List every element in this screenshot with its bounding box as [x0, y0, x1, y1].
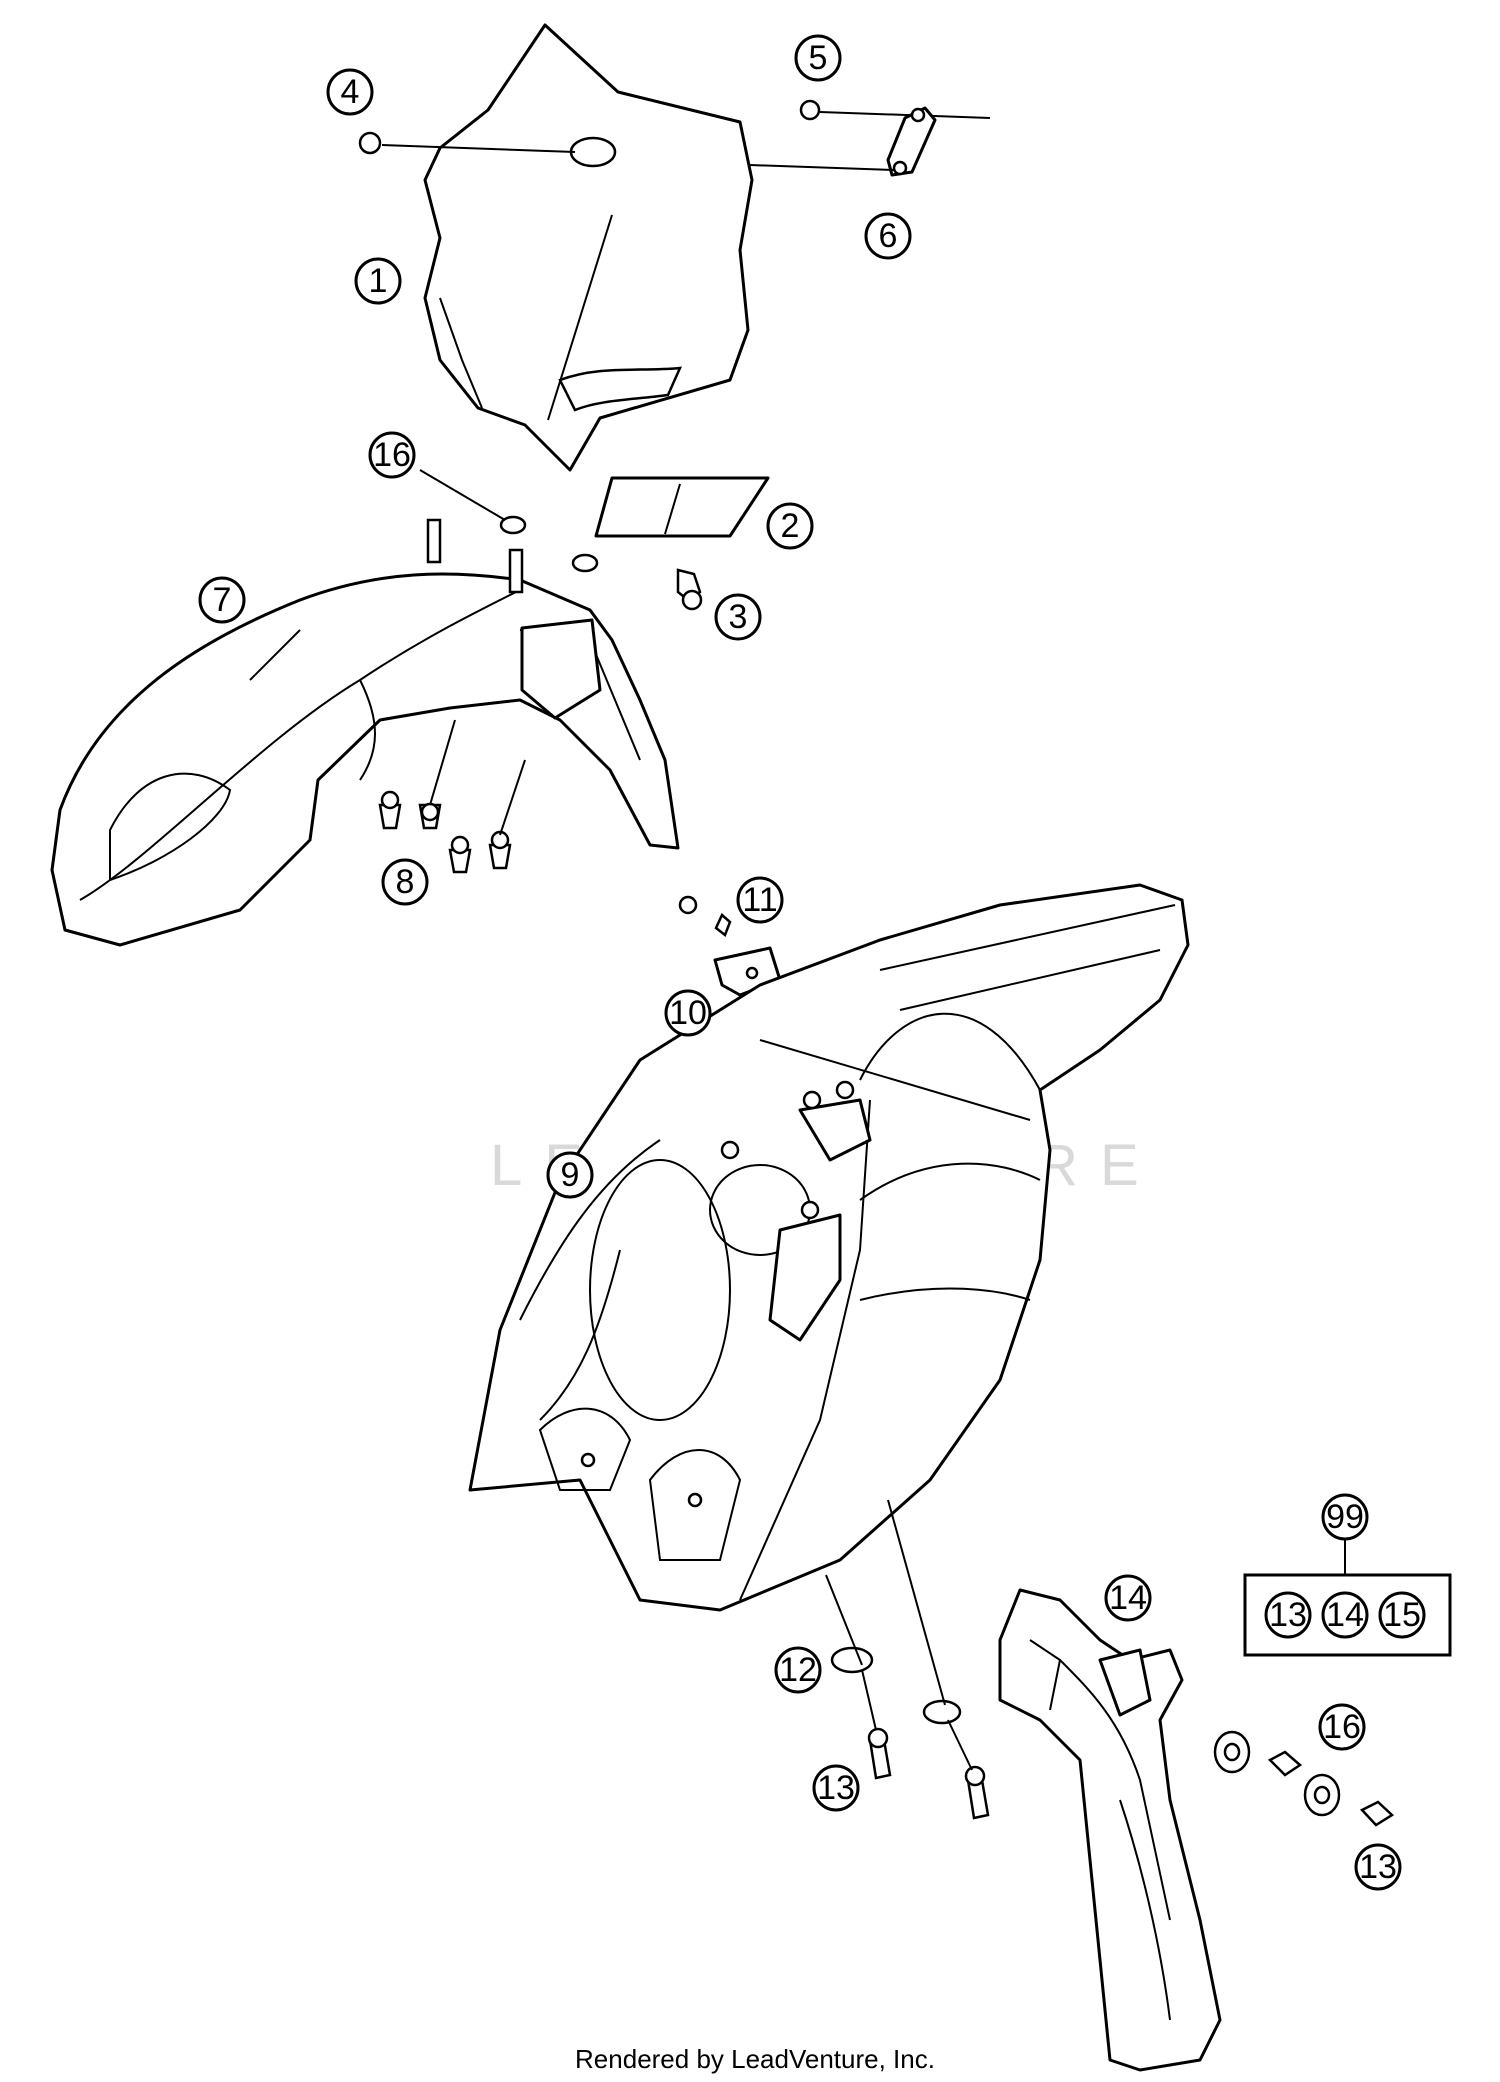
- callout-3: 3: [714, 593, 762, 641]
- bolt-13-left: [861, 1669, 892, 1780]
- callout-5: 5: [794, 34, 842, 82]
- callout-4: 4: [326, 68, 374, 116]
- kit-callout-13: 13: [1264, 1591, 1312, 1639]
- callout-99: 99: [1321, 1493, 1369, 1541]
- kit-callout-14: 14: [1321, 1591, 1369, 1639]
- svg-text:7: 7: [213, 581, 232, 619]
- plate-decal: [594, 476, 770, 538]
- callout-14: 14: [1104, 1574, 1152, 1622]
- svg-text:12: 12: [779, 1651, 817, 1689]
- washer-bolt-right: [887, 1499, 990, 1820]
- svg-text:9: 9: [561, 1156, 580, 1194]
- side-plate-14: [998, 1588, 1222, 2072]
- screw-11: [678, 895, 732, 938]
- bolt-4: [358, 131, 576, 155]
- callout-16-top: 16: [368, 431, 416, 479]
- kit-callout-15: 15: [1378, 1591, 1426, 1639]
- svg-text:16: 16: [373, 436, 411, 474]
- callout-13-right: 13: [1354, 1843, 1402, 1891]
- svg-text:1: 1: [369, 262, 388, 300]
- svg-text:3: 3: [729, 598, 748, 636]
- svg-text:10: 10: [669, 994, 707, 1032]
- credit-footer: Rendered by LeadVenture, Inc.: [575, 2044, 935, 2074]
- callout-10: 10: [664, 989, 712, 1037]
- callout-12: 12: [774, 1646, 822, 1694]
- washer-12: [825, 1574, 874, 1674]
- svg-text:13: 13: [1269, 1596, 1307, 1634]
- svg-text:14: 14: [1109, 1579, 1147, 1617]
- callout-7: 7: [198, 576, 246, 624]
- svg-text:8: 8: [396, 863, 415, 901]
- number-plate: [423, 23, 754, 472]
- svg-text:13: 13: [1359, 1848, 1397, 1886]
- front-fender: [50, 518, 680, 947]
- fender-clips-16: [419, 469, 599, 573]
- callout-9: 9: [546, 1151, 594, 1199]
- decal-stripe: [664, 483, 681, 535]
- callout-16-right: 16: [1318, 1703, 1366, 1751]
- svg-text:5: 5: [809, 39, 828, 77]
- svg-text:16: 16: [1323, 1708, 1361, 1746]
- callout-13-left: 13: [812, 1764, 860, 1812]
- callout-11: 11: [736, 876, 784, 924]
- svg-text:6: 6: [879, 217, 898, 255]
- svg-text:99: 99: [1326, 1498, 1364, 1536]
- plate-bracket: [749, 99, 991, 177]
- callout-6: 6: [864, 212, 912, 260]
- screw-3: [676, 568, 703, 611]
- svg-text:13: 13: [817, 1769, 855, 1807]
- svg-text:15: 15: [1383, 1596, 1421, 1634]
- callout-1: 1: [354, 257, 402, 305]
- svg-text:2: 2: [781, 507, 800, 545]
- grommet-15: [1213, 1730, 1395, 1827]
- fender-screws-8: [378, 719, 526, 874]
- svg-text:14: 14: [1326, 1596, 1364, 1634]
- callout-2: 2: [766, 502, 814, 550]
- rear-fender: [468, 883, 1190, 1612]
- svg-text:11: 11: [742, 881, 777, 919]
- svg-text:4: 4: [341, 73, 360, 111]
- callout-8: 8: [381, 858, 429, 906]
